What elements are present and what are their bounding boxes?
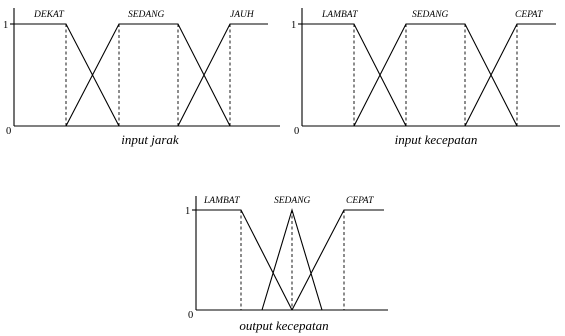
membership-curve-jauh (177, 23, 268, 127)
y-tick-label-bottom: 0 (6, 126, 11, 137)
caption-output-kecepatan: output kecepatan (239, 318, 328, 333)
membership-curve-cepat (464, 23, 556, 127)
y-tick-label-top: 1 (291, 20, 296, 31)
set-label-lambat: LAMBAT (321, 10, 358, 20)
panel-input-jarak: 1 0 DEKAT SEDANG JAUH input jarak (3, 8, 280, 147)
caption-input-jarak: input jarak (121, 132, 179, 147)
membership-curve-lambat (196, 209, 293, 311)
panel-output-kecepatan: 1 0 LAMBAT SEDANG CEPAT output kecepatan (185, 196, 388, 333)
set-label-cepat: CEPAT (346, 196, 374, 206)
set-label-sedang: SEDANG (274, 196, 311, 206)
membership-curve-sedang (353, 23, 518, 127)
panel-input-kecepatan: 1 0 LAMBAT SEDANG CEPAT input kecepatan (291, 8, 560, 147)
membership-curve-cepat (291, 209, 384, 311)
set-label-dekat: DEKAT (33, 10, 64, 20)
y-tick-label-bottom: 0 (294, 126, 299, 137)
set-label-sedang: SEDANG (412, 10, 449, 20)
set-label-jauh: JAUH (230, 10, 255, 20)
membership-curve-sedang (65, 23, 231, 127)
caption-input-kecepatan: input kecepatan (395, 132, 478, 147)
set-label-lambat: LAMBAT (203, 196, 240, 206)
set-label-sedang: SEDANG (128, 10, 165, 20)
y-tick-label-bottom: 0 (188, 310, 193, 321)
y-tick-label-top: 1 (3, 20, 8, 31)
membership-curve-dekat (14, 23, 120, 127)
set-label-cepat: CEPAT (515, 10, 543, 20)
y-tick-label-top: 1 (185, 206, 190, 217)
